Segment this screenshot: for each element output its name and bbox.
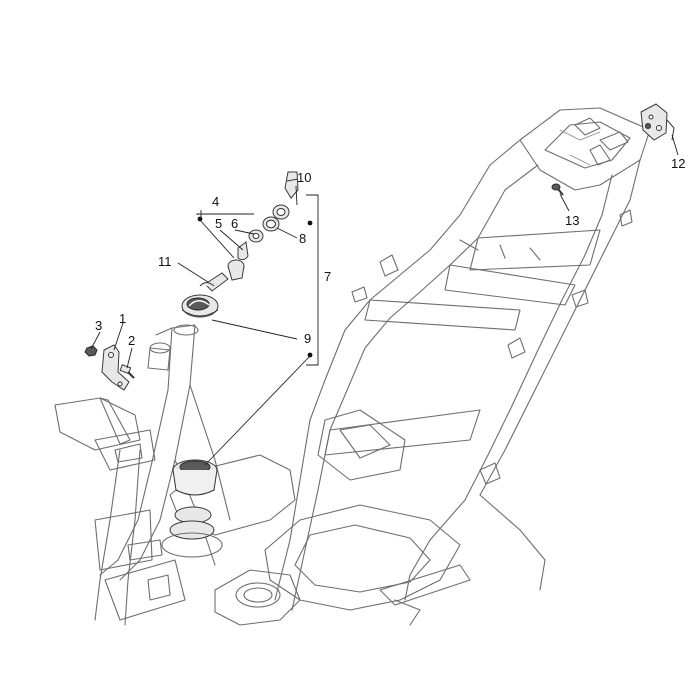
- callout-9: 9: [304, 331, 311, 346]
- callout-8: 8: [299, 231, 306, 246]
- part-5-clip: [237, 241, 249, 261]
- part-10-key: [272, 171, 299, 220]
- part-lock-barrel: [227, 259, 245, 281]
- scooter-frame: [54, 107, 651, 626]
- callout-4: 4: [212, 194, 219, 209]
- part-8-oring: [262, 216, 280, 232]
- callout-1: 1: [119, 311, 126, 326]
- callout-3: 3: [95, 318, 102, 333]
- callout-labels: 1 2 3 4 5 6 7 8 9 10 11 12 13: [95, 156, 685, 348]
- callout-11: 11: [158, 254, 172, 269]
- leader-lines: [90, 134, 679, 466]
- callout-10: 10: [297, 170, 311, 185]
- callout-7: 7: [324, 269, 331, 284]
- part-11-lock-insert: [199, 272, 229, 292]
- callout-5: 5: [215, 216, 222, 231]
- part-9-fuel-cap-upper: [181, 294, 219, 318]
- part-2-screw: [119, 364, 135, 379]
- callout-13: 13: [565, 213, 579, 228]
- part-12-latch: [640, 103, 675, 141]
- callout-12: 12: [671, 156, 685, 171]
- part-6-washer: [248, 229, 264, 243]
- part-1-bracket: [101, 344, 130, 391]
- part-3-nut: [84, 345, 98, 357]
- callout-6: 6: [231, 216, 238, 231]
- callout-2: 2: [128, 333, 135, 348]
- part-13-screw: [551, 183, 564, 196]
- leader-dots: [197, 216, 313, 358]
- part-9-fuel-cap-installed: [161, 459, 223, 558]
